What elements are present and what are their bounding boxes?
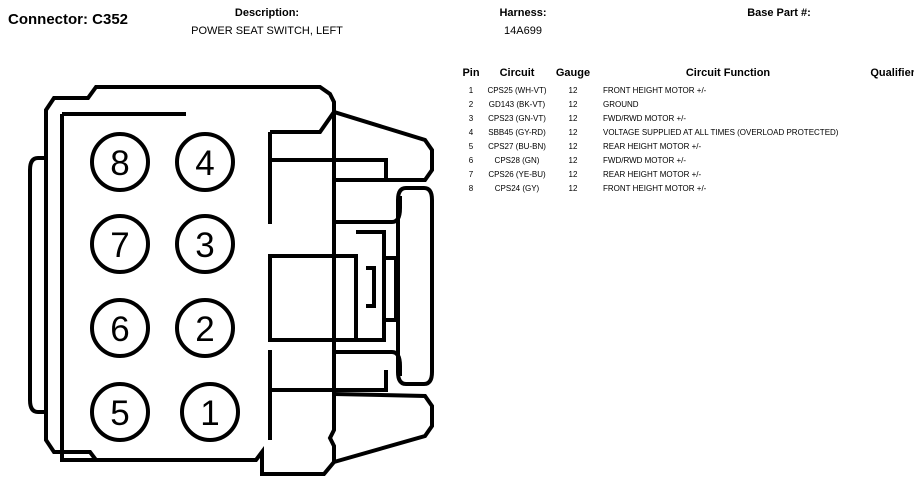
cell-pin: 6 <box>468 156 474 165</box>
cell-circuit: CPS23 (GN-VT) <box>488 114 546 123</box>
pin-7-label: 7 <box>110 226 129 265</box>
cell-circuit: CPS27 (BU-BN) <box>488 142 546 151</box>
pin-8: 8 <box>90 132 150 192</box>
cell-gauge: 12 <box>568 128 578 137</box>
col-header-pin: Pin <box>462 67 480 79</box>
cell-pin: 3 <box>468 114 474 123</box>
cell-pin: 5 <box>468 142 474 151</box>
description-value: POWER SEAT SWITCH, LEFT <box>191 25 343 37</box>
pin-1-label: 1 <box>200 394 219 433</box>
cell-function: FWD/RWD MOTOR +/- <box>603 156 687 165</box>
table-row: 2 GD143 (BK-VT) 12 GROUND <box>455 99 914 113</box>
cell-pin: 4 <box>468 128 474 137</box>
cell-qualifier <box>853 155 914 169</box>
col-header-qualifier: Qualifier <box>870 67 914 79</box>
cell-circuit: CPS25 (WH-VT) <box>487 86 547 95</box>
connector-housing <box>28 85 434 476</box>
cell-pin: 2 <box>468 100 474 109</box>
pin-2-label: 2 <box>195 310 214 349</box>
col-header-function: Circuit Function <box>685 67 771 79</box>
connector-face-diagram: 8 4 7 3 6 2 5 1 <box>28 85 434 476</box>
cell-gauge: 12 <box>568 142 578 151</box>
description-label: Description: <box>234 7 300 19</box>
pin-3-label: 3 <box>195 226 214 265</box>
cell-circuit: GD143 (BK-VT) <box>488 100 546 109</box>
cell-function: FRONT HEIGHT MOTOR +/- <box>603 86 707 95</box>
pin-1: 1 <box>180 382 240 442</box>
pin-4-label: 4 <box>195 144 214 183</box>
pin-3: 3 <box>175 214 235 274</box>
cell-circuit: CPS24 (GY) <box>494 184 540 193</box>
cell-circuit: SBB45 (GY-RD) <box>488 128 546 137</box>
pin-6-label: 6 <box>110 310 129 349</box>
cell-pin: 8 <box>468 184 474 193</box>
pin-2: 2 <box>175 298 235 358</box>
cell-qualifier <box>853 113 914 127</box>
cell-function: REAR HEIGHT MOTOR +/- <box>603 170 702 179</box>
cell-gauge: 12 <box>568 100 578 109</box>
pin-4: 4 <box>175 132 235 192</box>
table-row: 1 CPS25 (WH-VT) 12 FRONT HEIGHT MOTOR +/… <box>455 85 914 99</box>
cell-function: REAR HEIGHT MOTOR +/- <box>603 142 702 151</box>
cell-pin: 1 <box>468 86 474 95</box>
table-row: 5 CPS27 (BU-BN) 12 REAR HEIGHT MOTOR +/- <box>455 141 914 155</box>
cell-qualifier <box>853 85 914 99</box>
cell-function: FWD/RWD MOTOR +/- <box>603 114 687 123</box>
pin-5-label: 5 <box>110 394 129 433</box>
table-header-row: Pin Circuit Gauge Circuit Function Quali… <box>455 67 914 85</box>
connector-title: Connector: C352 <box>8 11 129 28</box>
table-row: 7 CPS26 (YE-BU) 12 REAR HEIGHT MOTOR +/- <box>455 169 914 183</box>
table-row: 4 SBB45 (GY-RD) 12 VOLTAGE SUPPLIED AT A… <box>455 127 914 141</box>
table-row: 6 CPS28 (GN) 12 FWD/RWD MOTOR +/- <box>455 155 914 169</box>
cell-gauge: 12 <box>568 156 578 165</box>
cell-qualifier <box>853 141 914 155</box>
cell-circuit: CPS28 (GN) <box>494 156 540 165</box>
col-header-gauge: Gauge <box>555 67 591 79</box>
cell-function: GROUND <box>603 100 639 109</box>
cell-qualifier <box>853 127 914 141</box>
pin-cavities: 8 4 7 3 6 2 5 1 <box>90 132 240 442</box>
pin-7: 7 <box>90 214 150 274</box>
pin-5: 5 <box>90 382 150 442</box>
cell-gauge: 12 <box>568 86 578 95</box>
pin-table: Pin Circuit Gauge Circuit Function Quali… <box>455 67 914 197</box>
cell-qualifier <box>853 99 914 113</box>
table-row: 3 CPS23 (GN-VT) 12 FWD/RWD MOTOR +/- <box>455 113 914 127</box>
cell-gauge: 12 <box>568 170 578 179</box>
cell-circuit: CPS26 (YE-BU) <box>488 170 546 179</box>
cell-function: FRONT HEIGHT MOTOR +/- <box>603 184 707 193</box>
harness-value: 14A699 <box>504 25 542 37</box>
cell-pin: 7 <box>468 170 474 179</box>
cell-function: VOLTAGE SUPPLIED AT ALL TIMES (OVERLOAD … <box>603 128 839 137</box>
pin-8-label: 8 <box>110 144 129 183</box>
cell-gauge: 12 <box>568 184 578 193</box>
cell-qualifier <box>853 183 914 197</box>
pin-6: 6 <box>90 298 150 358</box>
cell-qualifier <box>853 169 914 183</box>
harness-label: Harness: <box>499 7 547 19</box>
cell-gauge: 12 <box>568 114 578 123</box>
table-row: 8 CPS24 (GY) 12 FRONT HEIGHT MOTOR +/- <box>455 183 914 197</box>
col-header-circuit: Circuit <box>499 67 535 79</box>
base-part-label: Base Part #: <box>747 7 811 19</box>
